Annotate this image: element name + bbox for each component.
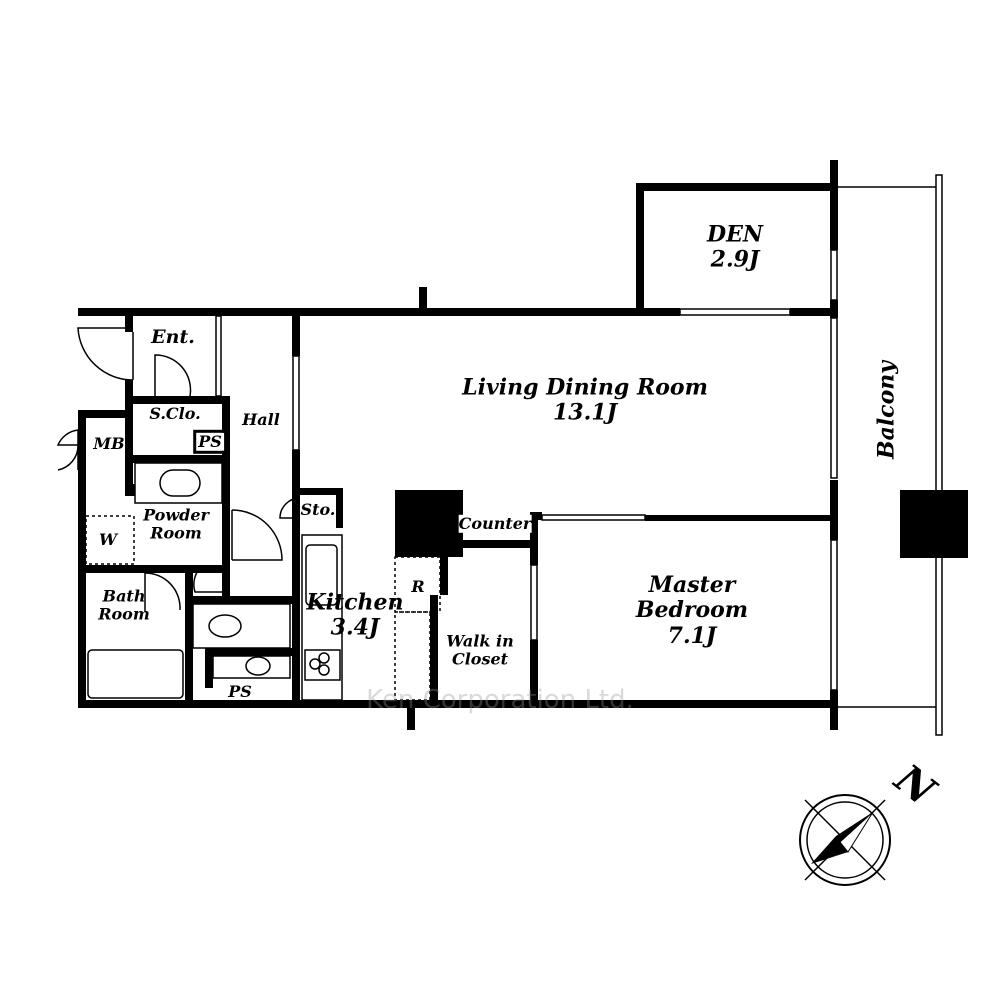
walk-in-closet-label: Walk in Closet xyxy=(446,631,514,670)
walls xyxy=(78,160,838,730)
shoe-closet-label: S.Clo. xyxy=(149,403,201,423)
wic-name-2: Closet xyxy=(451,650,509,669)
entrance-label: Ent. xyxy=(151,326,195,349)
living-dining-size: 13.1J xyxy=(553,400,617,426)
pipe-space-upper-label: PS xyxy=(193,429,227,455)
watermark: Ken Corporation Ltd. xyxy=(366,685,634,715)
den-label: DEN 2.9J xyxy=(707,221,763,274)
master-bedroom-name-2: Bedroom xyxy=(635,597,749,624)
hall-label: Hall xyxy=(242,409,280,429)
balcony xyxy=(838,174,943,736)
fridge-label: R xyxy=(411,576,425,596)
bath-name-2: Room xyxy=(98,605,150,624)
powder-name-2: Room xyxy=(150,524,202,543)
balcony-column xyxy=(900,490,968,558)
kitchen-size: 3.4J xyxy=(330,615,380,641)
powder-name-1: Powder xyxy=(143,505,209,525)
powder-room-label: Powder Room xyxy=(143,505,209,544)
den-name: DEN xyxy=(707,221,763,248)
bath-name-1: Bath xyxy=(102,586,146,606)
wic-name-1: Walk in xyxy=(446,631,514,651)
balcony-label: Balcony xyxy=(873,360,900,460)
living-dining-name: Living Dining Room xyxy=(462,374,708,401)
master-bedroom-size: 7.1J xyxy=(667,622,717,649)
master-bedroom-name-1: Master xyxy=(648,572,736,599)
living-dining-label: Living Dining Room 13.1J xyxy=(462,374,708,427)
fixtures xyxy=(85,462,441,701)
den-size: 2.9J xyxy=(710,247,760,273)
pipe-space-lower-label: PS xyxy=(228,681,252,701)
master-bedroom-label: Master Bedroom 7.1J xyxy=(635,572,749,649)
kitchen-name: Kitchen xyxy=(306,589,404,616)
washer-label: W xyxy=(99,529,117,549)
kitchen-label: Kitchen 3.4J xyxy=(306,589,404,642)
counter-label: Counter xyxy=(458,513,532,534)
bath-room-label: Bath Room xyxy=(98,586,150,625)
compass xyxy=(799,794,891,886)
windows-and-doors xyxy=(56,249,838,691)
storage-label: Sto. xyxy=(300,499,336,519)
meter-box-label: MB xyxy=(93,433,125,453)
